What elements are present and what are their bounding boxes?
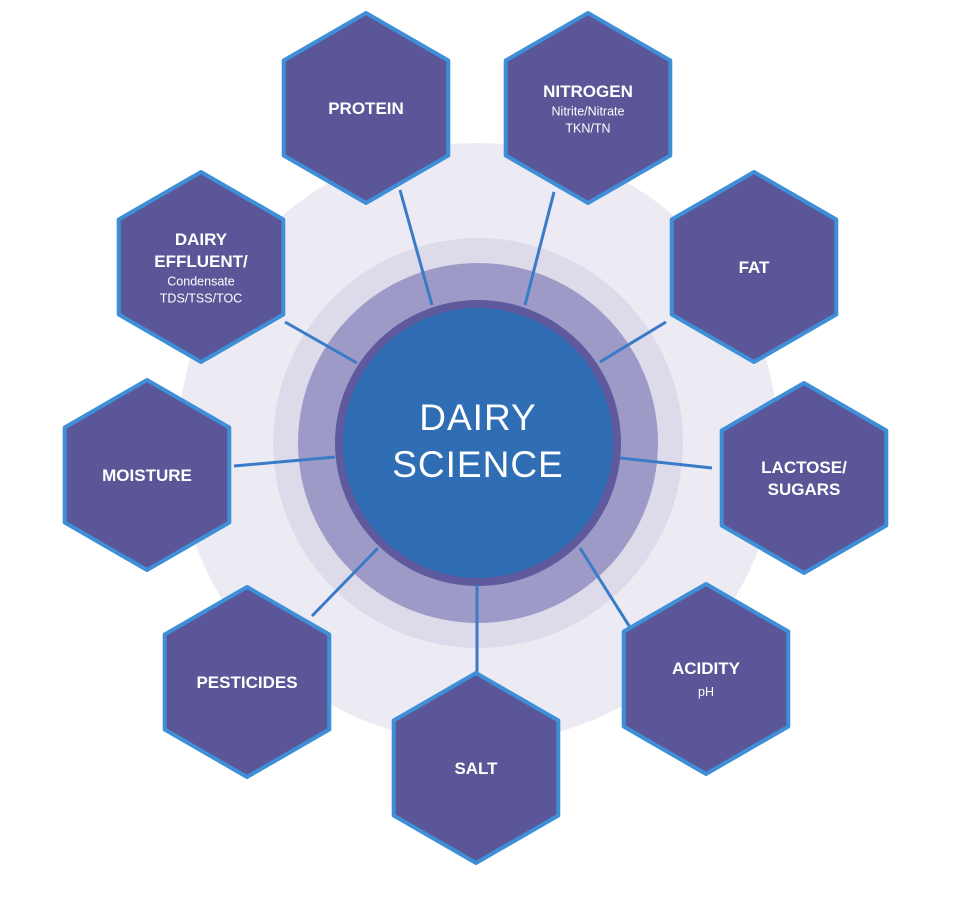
- protein-label-1: PROTEIN: [328, 99, 404, 118]
- connector-moisture: [233, 455, 336, 468]
- connector-lines: [233, 189, 713, 676]
- lactose-label-2: SUGARS: [768, 480, 841, 499]
- dairy-effluent-label-3: Condensate: [167, 274, 234, 288]
- connector-pesticides: [310, 546, 380, 618]
- moisture-label-1: MOISTURE: [102, 466, 192, 485]
- hexagon-icon: [503, 11, 673, 205]
- node-moisture: MOISTURE: [62, 378, 232, 572]
- hexagon-icon: [281, 11, 451, 205]
- node-lactose: LACTOSE/SUGARS: [719, 381, 889, 575]
- dairy-effluent-label-2: EFFLUENT/: [154, 252, 248, 271]
- connector-dairy-effluent: [284, 320, 358, 365]
- hexagon-icon: [391, 671, 561, 865]
- hexagon-icon: [116, 170, 286, 364]
- nitrogen-label-3: TKN/TN: [565, 121, 610, 135]
- connector-acidity: [578, 547, 640, 641]
- center-title-line2: SCIENCE: [392, 444, 563, 485]
- node-pesticides: PESTICIDES: [162, 585, 332, 779]
- connector-nitrogen: [523, 191, 556, 306]
- node-acidity: ACIDITY pH: [621, 582, 791, 776]
- hexagon-icon: [669, 170, 839, 364]
- dairy-effluent-label-1: DAIRY: [175, 230, 228, 249]
- nitrogen-label-1: NITROGEN: [543, 82, 633, 101]
- hexagon-icon: [162, 585, 332, 779]
- node-fat: FAT: [669, 170, 839, 364]
- connector-fat: [599, 320, 667, 364]
- dairy-effluent-label-4: TDS/TSS/TOC: [160, 291, 242, 305]
- center-circle: [343, 308, 613, 578]
- pesticides-label-1: PESTICIDES: [196, 673, 297, 692]
- node-salt: SALT: [391, 671, 561, 865]
- node-protein: PROTEIN: [281, 11, 451, 205]
- acidity-label-2: pH: [698, 685, 714, 699]
- connector-lactose: [619, 456, 713, 470]
- connector-protein: [398, 189, 434, 306]
- hexagon-icon: [62, 378, 232, 572]
- fat-label-1: FAT: [739, 258, 770, 277]
- nitrogen-label-2: Nitrite/Nitrate: [552, 104, 625, 118]
- salt-label-1: SALT: [454, 759, 498, 778]
- lactose-label-1: LACTOSE/: [761, 458, 847, 477]
- center-title-line1: DAIRY: [419, 397, 536, 438]
- hexagon-icon: [719, 381, 889, 575]
- acidity-label-1: ACIDITY: [672, 659, 741, 678]
- hexagon-icon: [621, 582, 791, 776]
